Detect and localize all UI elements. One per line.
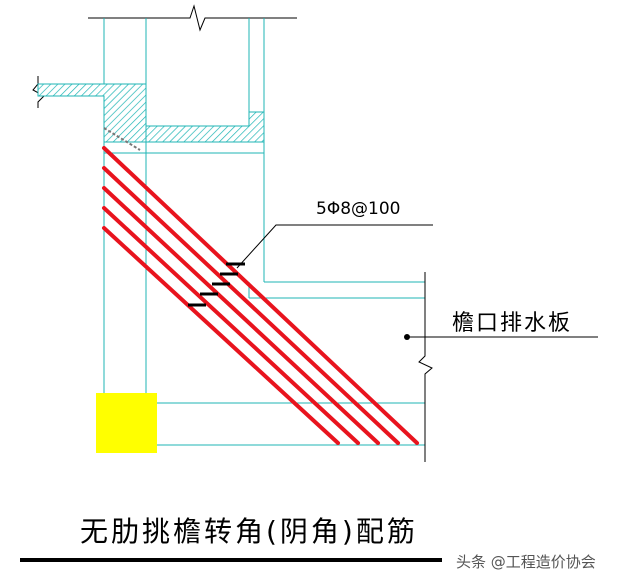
bottom-thick-line bbox=[20, 558, 442, 562]
rebar-ticks bbox=[188, 262, 245, 307]
watermark: 头条 @工程造价协会 bbox=[456, 553, 596, 571]
corner-column bbox=[96, 393, 157, 453]
rebar-leader-line bbox=[236, 224, 433, 269]
rebar-4 bbox=[102, 206, 360, 445]
eave-drain-board-label: 檐口排水板 bbox=[452, 311, 573, 336]
board-leader-dot bbox=[404, 334, 410, 340]
top-break-line bbox=[88, 4, 297, 32]
hatched-slab-right bbox=[145, 111, 265, 143]
rebar-2 bbox=[102, 166, 400, 445]
drawing-caption: 无肋挑檐转角(阴角)配筋 bbox=[80, 515, 418, 548]
hatched-slab-left bbox=[37, 83, 147, 143]
right-break-line bbox=[418, 272, 433, 462]
rebar-spec-label: 5Φ8@100 bbox=[316, 199, 401, 219]
rebar-3 bbox=[102, 186, 380, 445]
rebar-top-dashed bbox=[103, 127, 141, 151]
rebar-1 bbox=[102, 146, 419, 445]
diagonal-rebars bbox=[102, 146, 419, 445]
rebar-5 bbox=[102, 226, 340, 445]
